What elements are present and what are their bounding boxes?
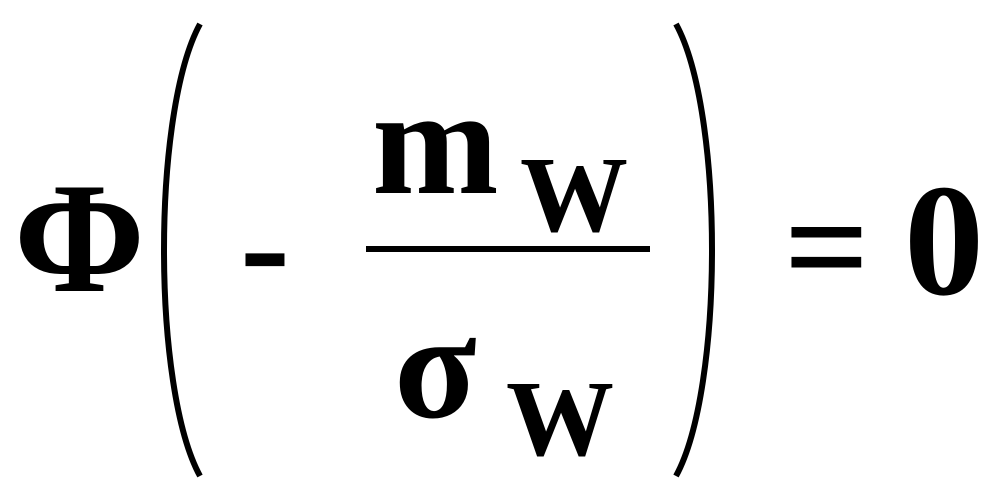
minus-sign: - (240, 162, 290, 328)
denominator-sigma: σ (394, 282, 477, 450)
fraction-bar (366, 246, 650, 252)
equals-sign: = (784, 164, 870, 330)
right-parenthesis (673, 22, 715, 478)
phi-function-symbol: Φ (14, 151, 145, 326)
denominator-subscript-w: W (506, 360, 614, 479)
left-parenthesis (161, 22, 203, 478)
numerator-m: m (372, 58, 499, 226)
result-zero: 0 (904, 151, 984, 329)
numerator-subscript-w: W (520, 136, 628, 255)
